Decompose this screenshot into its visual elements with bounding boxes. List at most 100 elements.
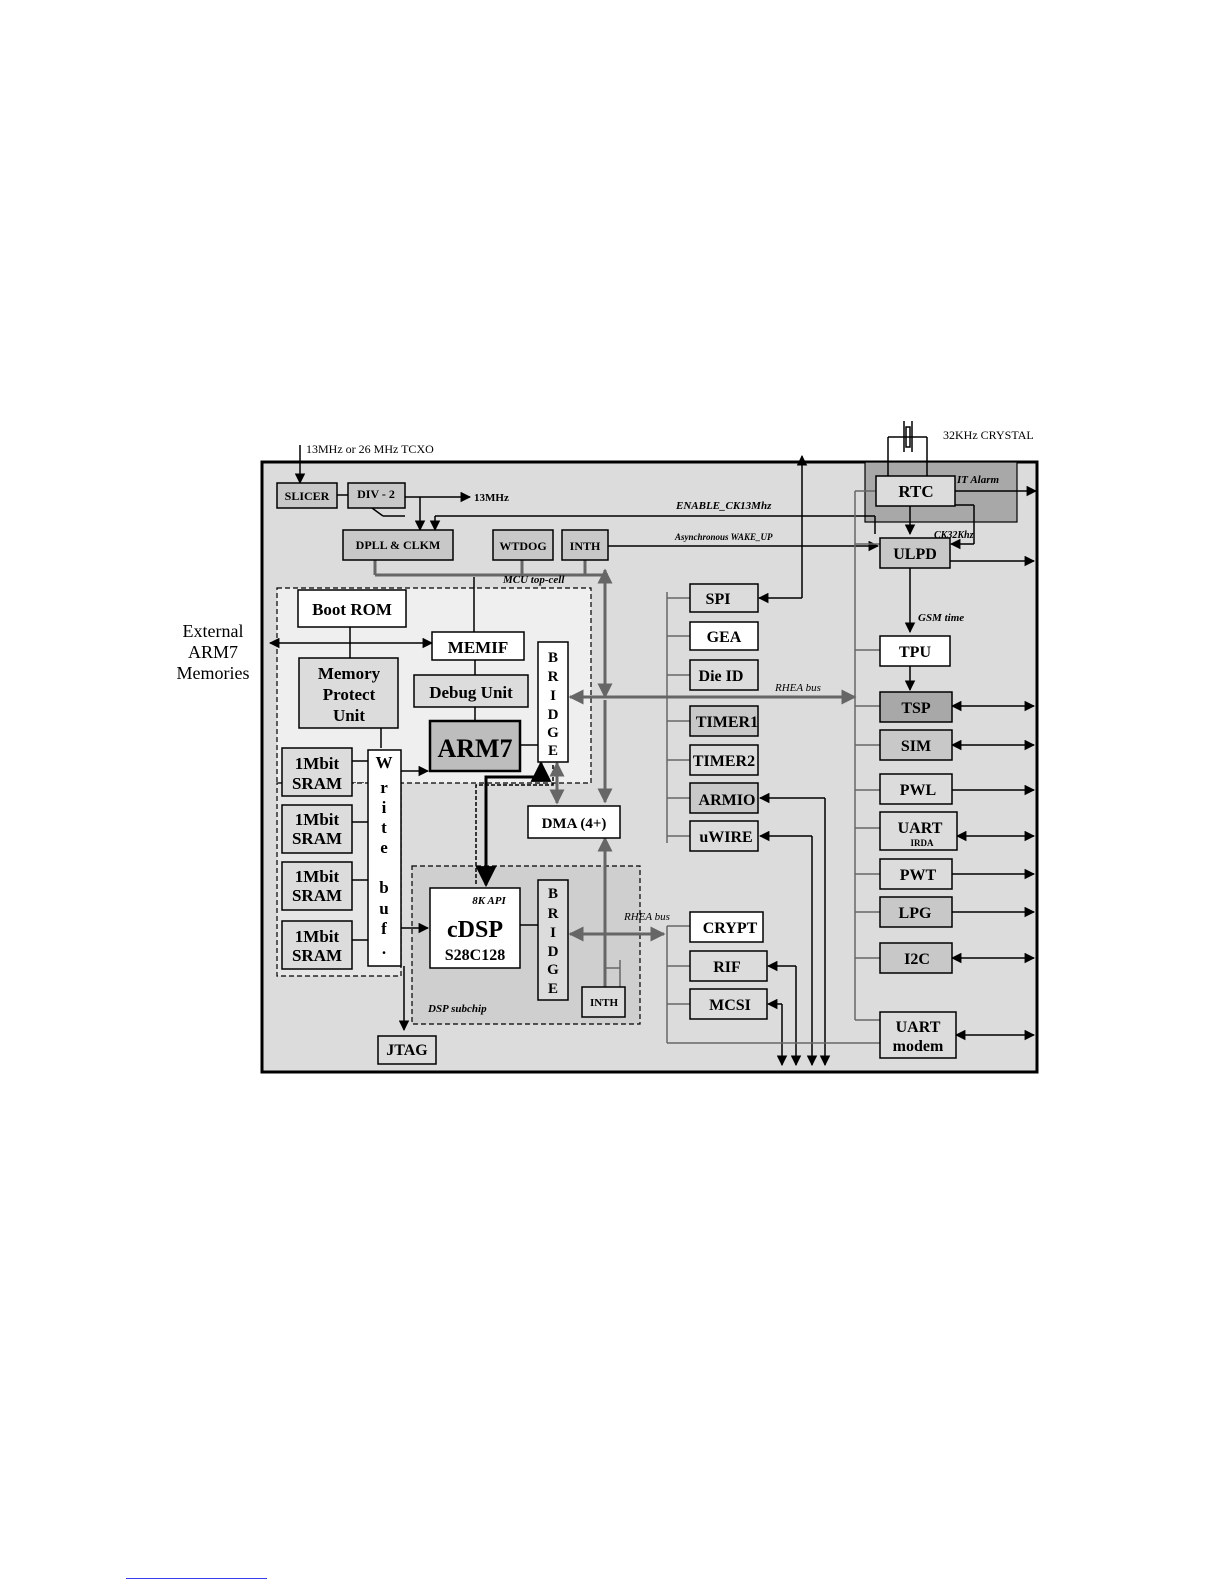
dsp-region-label: DSP subchip [427,1003,487,1015]
write-buf-letter: u [379,899,388,918]
external-line-1: External [183,621,244,641]
inth-top-block [561,529,609,561]
rtc-label: RTC [898,482,933,501]
crypt-block [689,911,764,943]
bus-stubs [605,490,880,1044]
rhea-bus-top-label: RHEA bus [774,682,821,694]
sram-2-label: SRAM [292,829,342,848]
inth-top-label: INTH [570,539,601,553]
dma-block [527,805,621,839]
uart-modem-block [879,1011,957,1059]
timer2-label: TIMER2 [693,753,755,770]
labels: External ARM7 Memories 13MHz or 26 MHz T… [177,428,1034,1059]
lpg-label: LPG [899,905,932,922]
bridge-dsp-letter: I [550,925,556,941]
crystal-label: 32KHz CRYSTAL [943,428,1034,442]
mcsi-label: MCSI [709,997,751,1014]
write-buf-letter: b [379,878,388,897]
bridge-dsp-letter: E [548,981,558,997]
pwl-label: PWL [900,782,936,799]
bridge-mcu-letter: I [550,688,556,704]
sim-label: SIM [901,738,931,755]
sram-block-2 [281,804,353,854]
mhz13-label: 13MHz [474,492,509,504]
arm7-block [428,719,522,773]
uart-modem-label-2: modem [893,1038,944,1055]
write-buf-letter: f [381,919,387,938]
pwl-block [879,773,953,805]
cdsp-block [429,887,521,969]
mpu-label-3: Unit [333,706,365,725]
bridge-mcu-letter: E [548,743,558,759]
async-wake-label: Asynchronous WAKE_UP [674,532,773,542]
sram-1-label: 1Mbit [295,754,340,773]
tpu-block [879,635,951,667]
pwt-label: PWT [900,867,937,884]
rif-label: RIF [713,959,741,976]
slicer-block [276,482,338,509]
uart-irda-block [879,811,958,851]
i2c-block [879,942,953,974]
timer1-block [689,705,759,737]
enable-ck13-label: ENABLE_CK13Mhz [675,500,772,512]
bridge-mcu-block [537,641,569,763]
mpu-label-1: Memory [318,664,381,683]
div2-block [347,482,406,509]
spi-label: SPI [706,591,731,608]
connections [268,445,1038,1067]
external-line-2: ARM7 [188,642,238,662]
ulpd-block [879,537,951,569]
bus-lines [373,560,857,987]
ck32-label: CK32Khz [934,530,974,541]
armio-label: ARMIO [699,792,756,809]
wtdog-block [492,529,554,561]
uwire-block [689,820,759,852]
dpll-label: DPLL & CLKM [356,538,441,552]
inth-dsp-block [581,986,626,1018]
timer2-block [689,744,759,776]
debug-unit-label: Debug Unit [429,683,513,702]
external-line-3: Memories [177,663,250,683]
write-buf-block [367,749,402,967]
write-buf-letter: i [382,798,387,817]
ulpd-label: ULPD [893,546,937,563]
rhea-bus-dsp-label: RHEA bus [623,911,670,923]
crypt-label: CRYPT [703,920,758,937]
sram-2-label: 1Mbit [295,810,340,829]
sram-3-label: 1Mbit [295,867,340,886]
bridge-mcu-letter: G [547,725,559,741]
die-id-label: Die ID [699,668,744,685]
write-buf-letter: r [380,778,388,797]
tpu-label: TPU [899,644,931,661]
bridge-dsp-letter: G [547,962,559,978]
sim-block [879,729,953,761]
sram-1-label: SRAM [292,774,342,793]
it-alarm-label: IT Alarm [956,474,1000,486]
jtag-block [377,1035,437,1065]
sram-block-1 [281,747,353,797]
footnote-rule [126,1578,267,1579]
sram-3-label: SRAM [292,886,342,905]
spi-block [689,583,759,613]
bridge-dsp-letter: D [548,944,559,960]
mcu-region-label: MCU top-cell [502,574,565,586]
bridge-mcu-letter: D [548,707,559,723]
lpg-block [879,896,953,928]
dma-label: DMA (4+) [542,816,607,832]
uart-modem-label-1: UART [896,1019,941,1036]
armio-block [689,782,759,814]
rif-block [689,950,768,982]
inth-dsp-label: INTH [590,997,619,1009]
div2-label: DIV - 2 [357,487,395,501]
bridge-mcu-letter: B [548,650,558,666]
tsp-block [879,691,953,723]
sram-4-label: SRAM [292,946,342,965]
memif-label: MEMIF [448,638,508,657]
api-label: 8K API [472,895,506,907]
slicer-label: SLICER [285,489,330,503]
uwire-label: uWIRE [699,829,752,846]
boot-rom-block [297,589,407,628]
cdsp-label: cDSP [447,917,503,943]
memif-block [431,631,525,661]
sram-block-4 [281,920,353,970]
